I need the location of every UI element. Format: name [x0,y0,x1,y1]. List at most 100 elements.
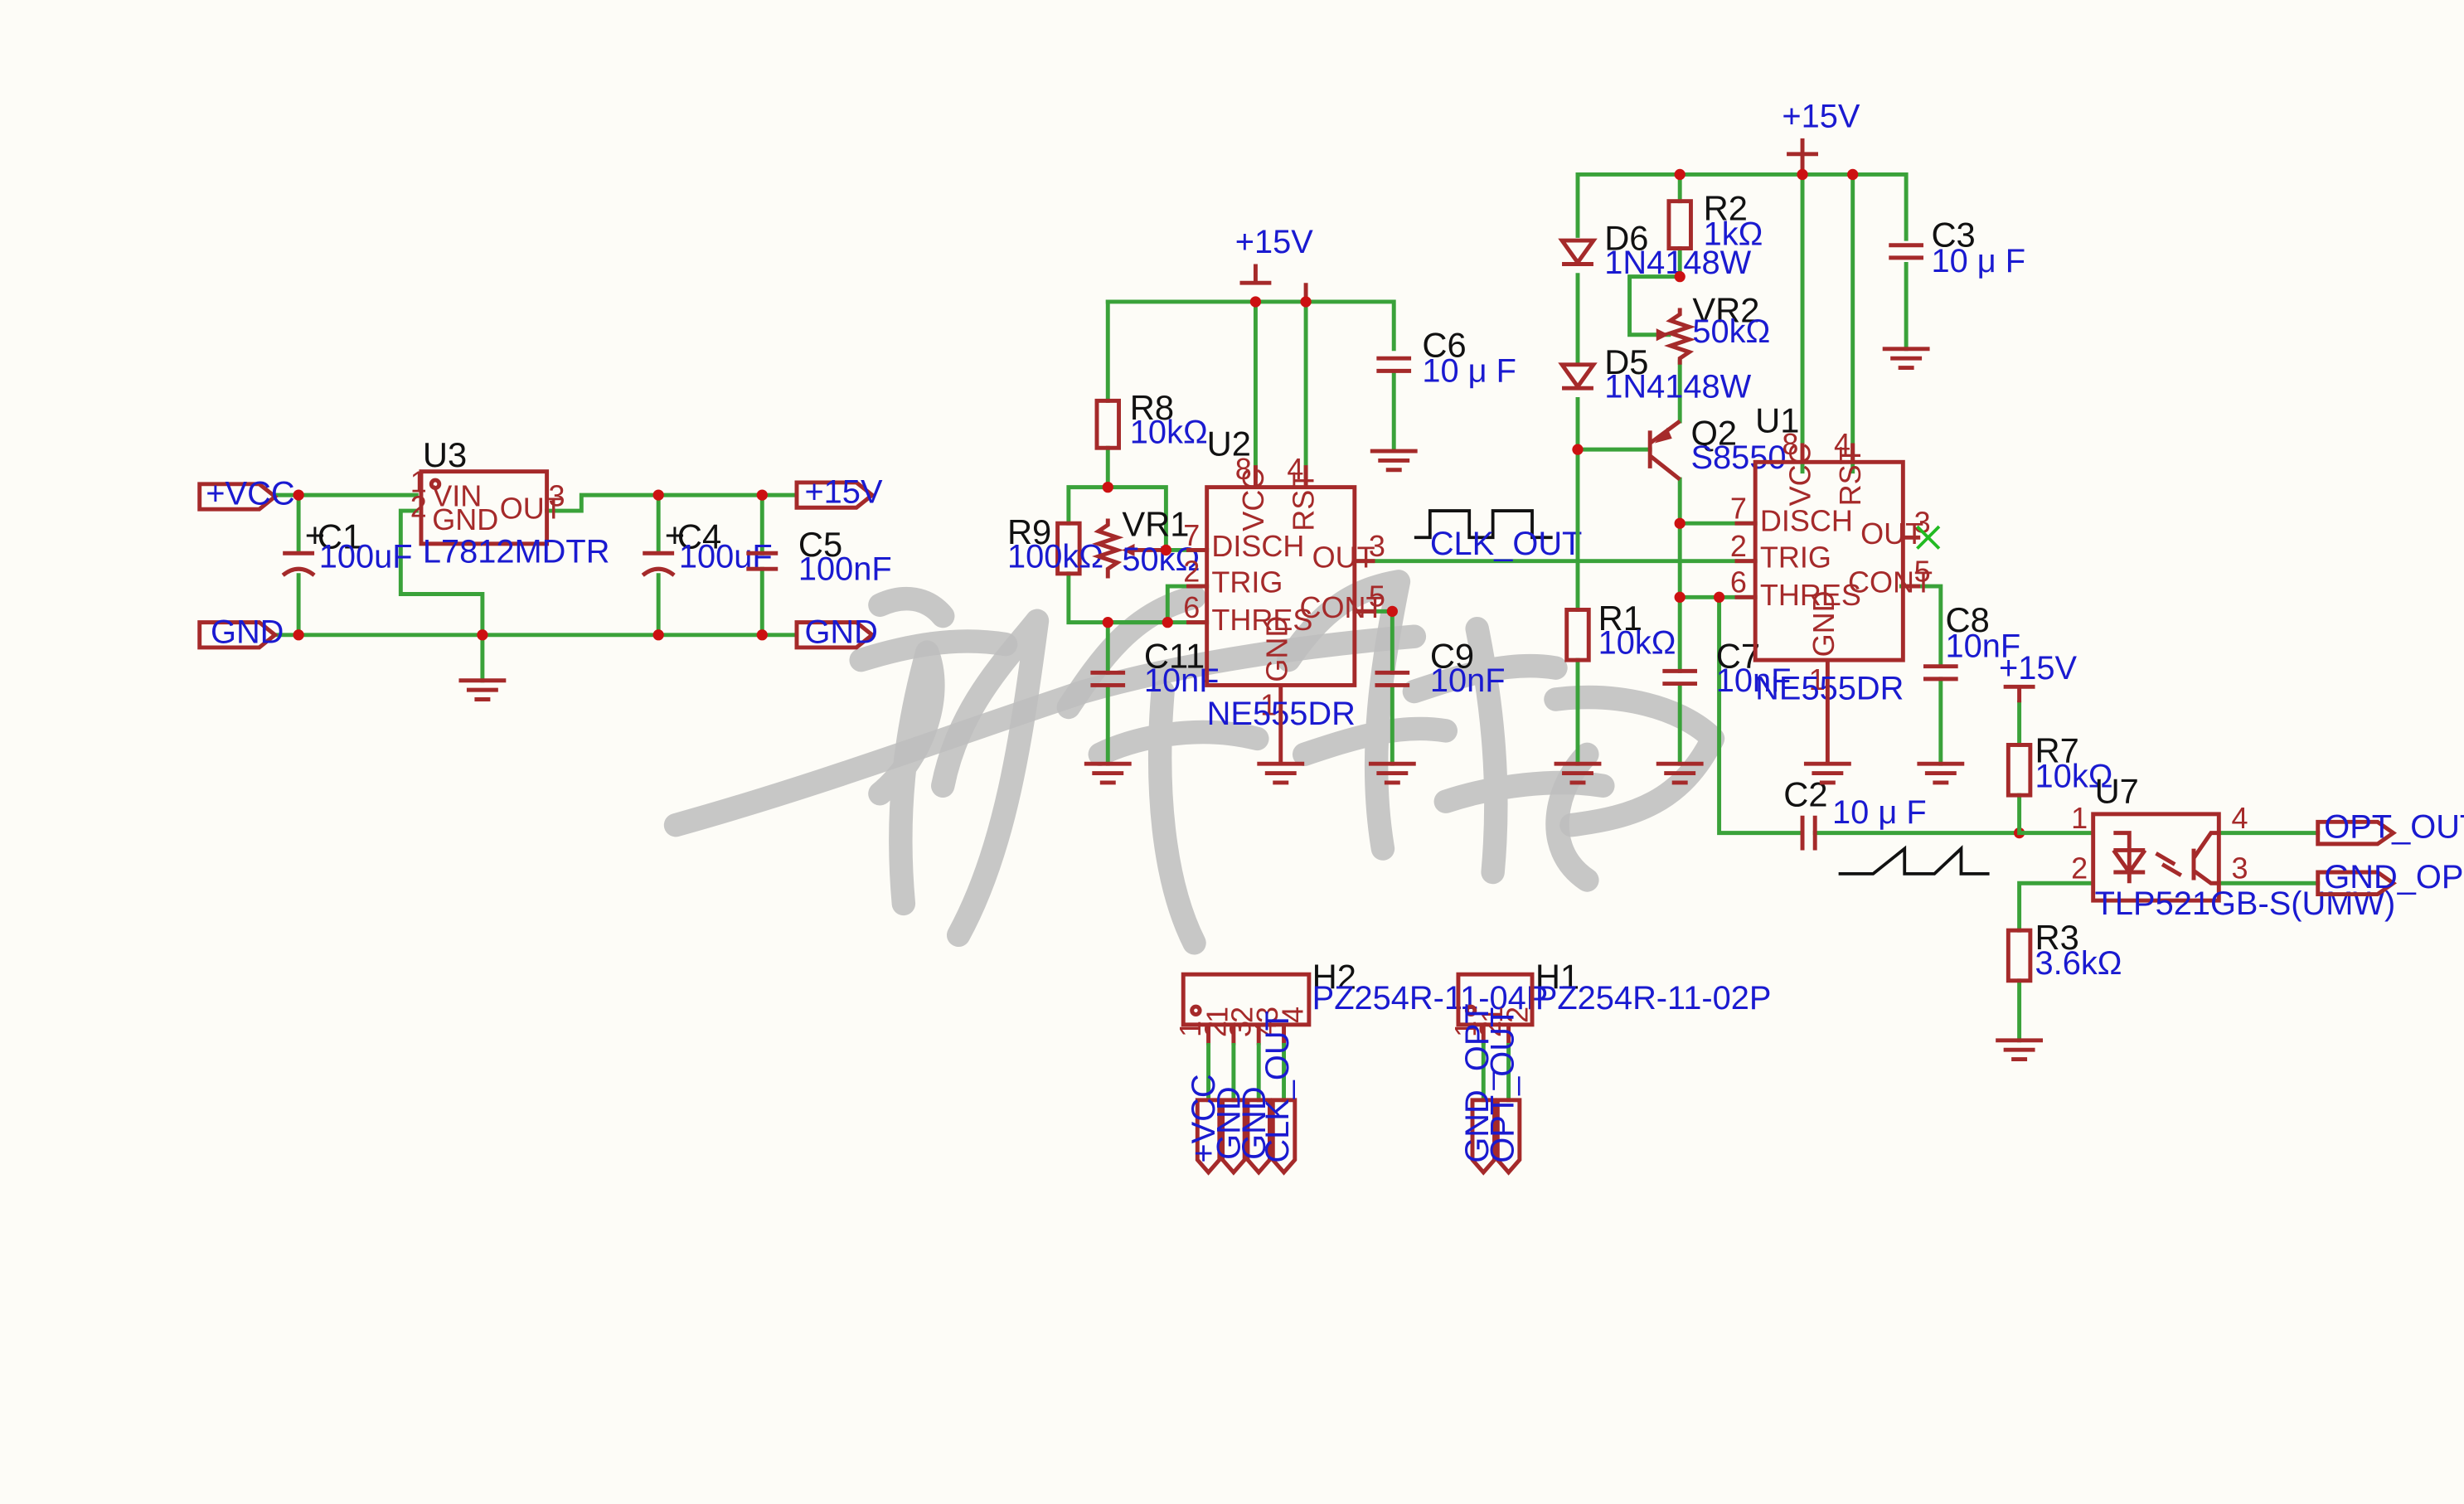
h1-pin-label-2: 2 [1500,1007,1534,1023]
u2-pin2: 2 [1183,554,1200,588]
u3-pin3: 3 [548,478,565,512]
c5-ref: C5 [798,525,842,564]
u3-value: L7812MDTR [423,534,610,570]
c3-capacitor: C3 10 μ F [1889,216,2025,279]
u1-pin-rst: RST [1833,446,1867,506]
junctions-reg [293,489,768,641]
r3-value: 3.6kΩ [2035,945,2122,982]
clk-out-net: CLK_OUT [1414,509,1582,562]
vcc-port-label: +VCC [206,475,294,512]
c1-capacitor: + C1 100uF [281,516,413,577]
h2-pin4: 4 [1249,1021,1283,1037]
r8-resistor: R8 10kΩ [1094,388,1208,451]
c9-ref: C9 [1430,637,1474,676]
vcc-input-port: +VCC [197,475,295,512]
c4-capacitor: + C4 100uF [641,516,773,577]
u1-pin-cont: CONT [1848,565,1933,599]
h2-pin-label-1: 1 [1200,1007,1234,1023]
h2-port-vcc: +VCC [1186,1074,1222,1162]
gnd-input-port: GND [197,614,284,650]
h2-pin-label-2: 2 [1225,1007,1259,1023]
c2-value: 10 μ F [1832,794,1927,831]
r2-value: 1kΩ [1704,216,1763,253]
wire-u3-gnd [398,508,485,638]
u7-power-label: +15V [1999,650,2078,687]
r7-ref: R7 [2035,730,2079,769]
u1-pin3: 3 [1914,506,1931,540]
u2-pin-trig: TRIG [1211,565,1283,599]
r1-ref: R1 [1598,599,1642,638]
c2-capacitor: C2 10 μ F [1783,774,1927,851]
r1-value: 10kΩ [1598,625,1676,662]
u3-pin1: 1 [410,464,427,498]
h2-pin1: 1 [1173,1021,1207,1037]
clock-section: +15V R8 10kΩ R9 100kΩ VR1 50kΩ C6 10 μ F [1007,224,1758,785]
u2-pin-thres: THRES [1211,603,1312,637]
q2-transistor: Q2 S8550 [1647,413,1787,482]
u1-pin-gnd: GND [1807,590,1841,657]
gnd-opt-port-label: GND_OPT [2324,859,2464,895]
u1-pin-out: OUT [1860,517,1923,551]
r3-resistor: R3 3.6kΩ [2006,918,2122,983]
vr1-potentiometer: VR1 50kΩ [1092,504,1200,579]
u1-pin7: 7 [1730,492,1747,526]
r7-value: 10kΩ [2035,759,2113,795]
gnd-output-port: GND [794,614,878,650]
u1-pin-trig: TRIG [1760,540,1831,574]
u3-ref: U3 [423,435,467,474]
h1-port-optout: OPT_OUT [1484,1007,1521,1163]
h2-ref: H2 [1312,957,1356,996]
c9-capacitor: C9 10nF [1375,637,1506,699]
junctions-u2 [1102,296,1398,628]
c5-capacitor: C5 100nF [746,525,892,587]
u2-pin-out: OUT [1312,540,1375,574]
h1-pin-label-1: 1 [1475,1007,1509,1023]
c9-value: 10nF [1430,662,1506,699]
c1-plus: + [305,516,325,555]
h2-pin-label-4: 4 [1275,1007,1309,1023]
header-h2: 1 2 3 4 H2 PZ254R-11-04P 1 2 3 4 +VCC GN… [1173,957,1549,1176]
c7-ref: C7 [1716,637,1760,676]
d6-ref: D6 [1604,218,1648,257]
u1-ref: U1 [1755,400,1799,439]
h2-pin2: 2 [1198,1021,1232,1037]
u1-pin6: 6 [1730,565,1747,599]
junctions-u1 [1572,168,2025,839]
c1-value: 100uF [319,538,413,575]
u2-pin3: 3 [1369,529,1385,563]
d5-value: 1N4148W [1604,369,1751,405]
u2-pin-cont: CONT [1300,590,1385,624]
h2-port-clk: CLK_OUT [1259,1011,1296,1163]
vr2-value: 50kΩ [1692,313,1770,350]
c6-capacitor: C6 10 μ F [1376,325,1516,390]
u1-out-no-connect [1916,525,1941,550]
u7-value: TLP521GB-S(UMW) [2095,885,2396,922]
u7-optocoupler: 1 2 4 3 U7 TLP521GB-S(UMW) [2071,772,2395,923]
opto-section: +15V R7 10kΩ R3 3.6kΩ 1 2 4 3 U7 TLP521G… [1996,650,2464,1062]
u2-pin5: 5 [1369,580,1385,614]
r7-resistor: R7 10kΩ [2006,730,2113,798]
r9-resistor: R9 100kΩ [1007,512,1103,576]
h2-value: PZ254R-11-04P [1312,980,1549,1016]
c2-ref: C2 [1783,774,1827,813]
gnd-port-label: GND [211,614,284,650]
h2-port-gnd1: GND [1210,1086,1247,1159]
u7-power-15v: +15V [1999,650,2078,703]
h2-port-gnd2: GND [1236,1086,1273,1159]
sawtooth-waveform [1838,845,1990,876]
p15v-port-label: +15V [804,474,883,511]
gnd-out-port-label: GND [804,614,877,650]
u1-pin-thres: THRES [1760,578,1861,612]
u3-pin-gnd: GND [432,502,498,536]
c4-ref: C4 [677,517,721,556]
opto-ground [1996,1038,2044,1062]
c5-value: 100nF [798,551,892,587]
c11-ref: C11 [1144,637,1205,676]
opt-out-port-label: OPT_OUT [2324,808,2464,845]
u1-pin8: 8 [1782,427,1798,461]
r9-value: 100kΩ [1007,538,1103,575]
vr1-ref: VR1 [1122,504,1189,543]
u2-pin-gnd: GND [1259,616,1293,682]
c7-capacitor: C7 10nF [1662,637,1792,699]
u1-pin-vcc: VCC [1783,443,1817,506]
